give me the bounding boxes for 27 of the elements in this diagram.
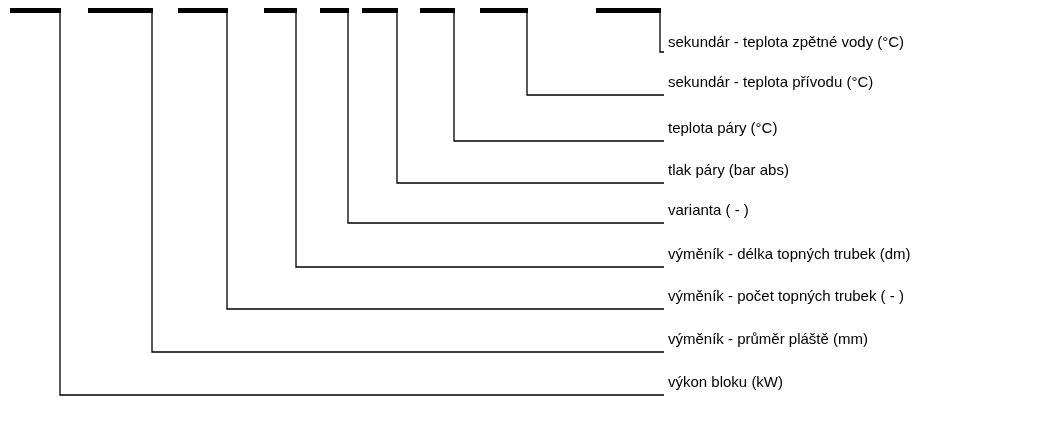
leader-line [295, 12, 665, 268]
code-field-bar [10, 8, 61, 13]
leader-line [59, 12, 665, 396]
code-field-bar [420, 8, 455, 13]
field-label: sekundár - teplota zpětné vody (°C) [664, 33, 905, 54]
field-label: výkon bloku (kW) [664, 373, 784, 397]
leader-line [151, 12, 665, 353]
code-field-bar [178, 8, 228, 13]
field-label: výměník - počet topných trubek ( - ) [664, 287, 904, 311]
leader-line [526, 12, 665, 96]
field-label: varianta ( - ) [664, 201, 749, 225]
field-label: výměník - délka topných trubek (dm) [664, 245, 911, 269]
code-field-bar [264, 8, 297, 13]
field-label: sekundár - teplota přívodu (°C) [664, 73, 874, 97]
field-label: výměník - průměr pláště (mm) [664, 330, 869, 354]
leader-line [453, 12, 665, 142]
code-field-bar [88, 8, 153, 13]
code-field-bar [596, 8, 661, 13]
leader-line [396, 12, 665, 184]
field-label: tlak páry (bar abs) [664, 161, 789, 185]
leader-line [347, 12, 665, 224]
code-field-bar [320, 8, 349, 13]
code-field-bar [480, 8, 528, 13]
leader-line [659, 12, 665, 53]
code-field-bar [362, 8, 398, 13]
leader-line [226, 12, 665, 310]
field-label: teplota páry (°C) [664, 119, 778, 143]
